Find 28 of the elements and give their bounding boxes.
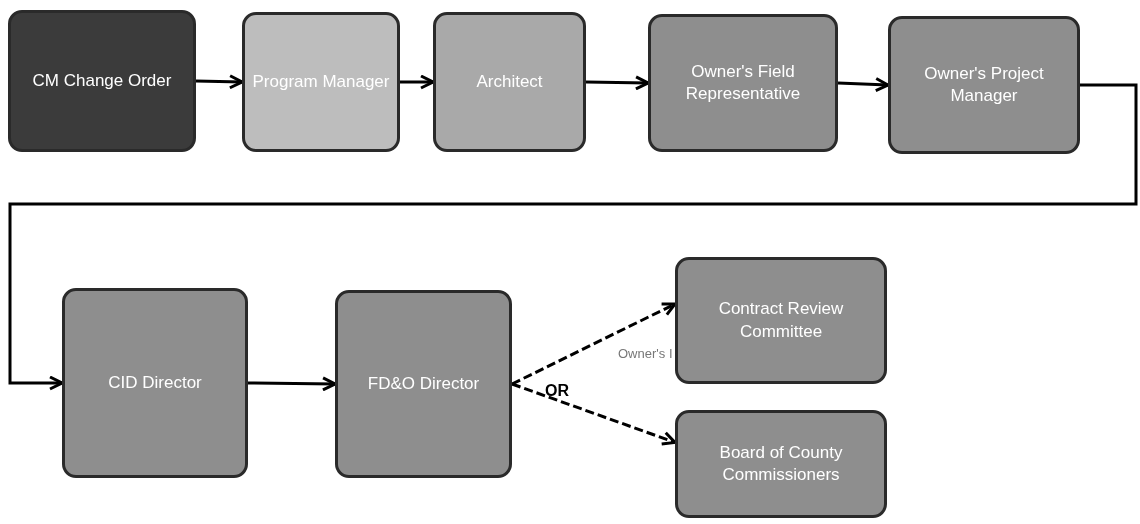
note-text: Owner's I [618, 346, 673, 361]
box-label: Program Manager [252, 70, 390, 93]
process-box [62, 288, 248, 478]
box-label: Architect [476, 70, 543, 93]
process-box [242, 12, 400, 152]
process-box [675, 410, 887, 518]
box-label: CM Change Order [32, 69, 172, 92]
process-box [335, 290, 512, 478]
box-label: FD&O Director [367, 372, 480, 395]
process-box [648, 14, 838, 152]
box-label: CID Director [108, 371, 202, 394]
process-box [888, 16, 1080, 154]
arrow [511, 382, 677, 446]
arrow [8, 83, 1138, 391]
arrow [248, 376, 337, 392]
process-box [433, 12, 586, 152]
box-label: Contract Review Committee [717, 298, 845, 343]
arrow [195, 74, 244, 90]
box-label: Board of County Commissioners [718, 441, 844, 486]
arrow [837, 77, 890, 92]
arrow [511, 302, 677, 386]
arrow [585, 75, 650, 91]
arrow [400, 74, 435, 90]
process-box [8, 10, 196, 152]
process-box [675, 257, 887, 384]
or-label: OR [545, 382, 569, 400]
box-label: Owner's Project Manager [923, 62, 1045, 107]
box-label: Owner's Field Representative [684, 60, 802, 105]
